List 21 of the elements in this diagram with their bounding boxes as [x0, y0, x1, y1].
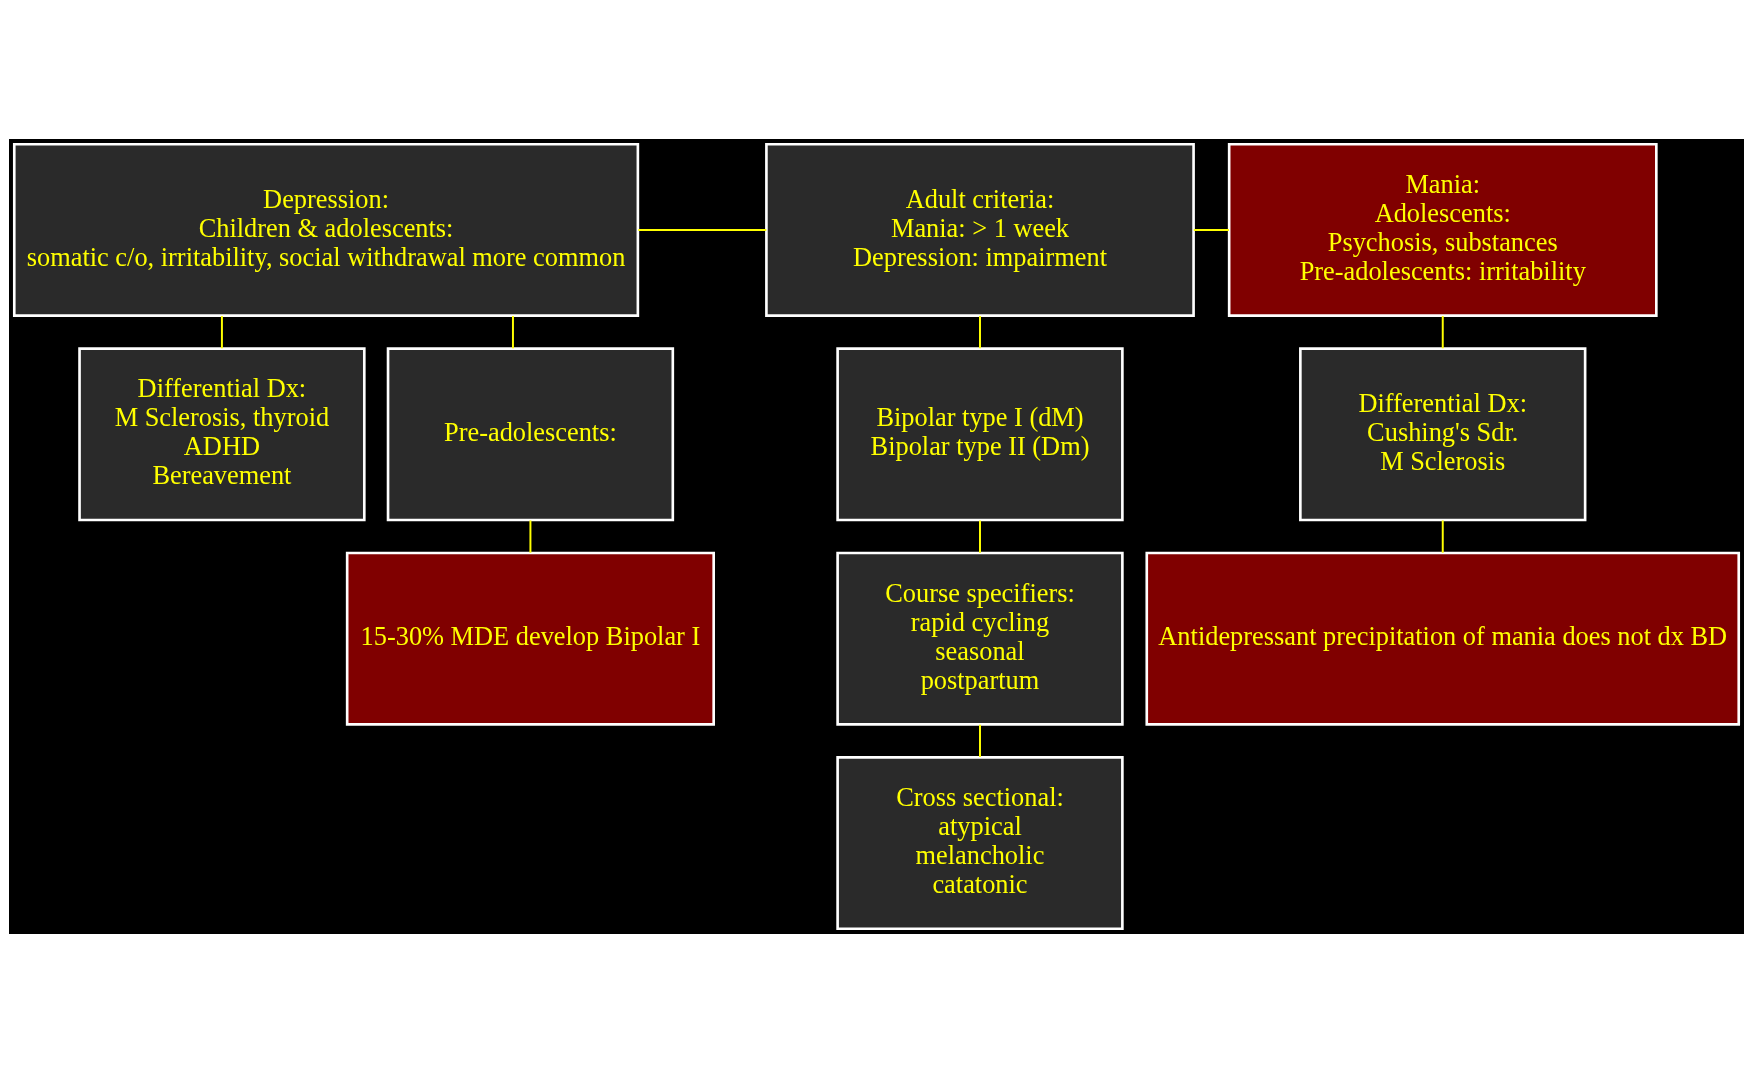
connector	[1192, 229, 1230, 231]
connector	[978, 723, 981, 759]
node-box: Bipolar type I (dM) Bipolar type II (Dm)	[835, 347, 1124, 522]
node-box: Cross sectional: atypical melancholic catatonic	[835, 756, 1124, 931]
node-box: Pre-adolescents:	[386, 347, 674, 522]
connector	[220, 315, 223, 350]
connector	[1441, 315, 1444, 350]
node-box: Depression: Children & adolescents: somatic c/o, irritability, social withdrawal more common	[12, 142, 639, 317]
connector	[1441, 519, 1444, 554]
node-box: Antidepressant precipitation of mania does not dx BD	[1144, 551, 1740, 726]
node-box: Course specifiers: rapid cycling seasonal postpartum	[835, 551, 1124, 726]
connector	[528, 519, 531, 554]
node-box: 15-30% MDE develop Bipolar I	[345, 551, 715, 726]
node-box: Mania: Adolescents: Psychosis, substances Pre-adolescents: irritability	[1227, 142, 1658, 317]
connector	[636, 229, 767, 231]
node-box: Differential Dx: M Sclerosis, thyroid ADHD Bereavement	[77, 347, 366, 522]
connector	[511, 315, 514, 350]
connector	[978, 315, 981, 350]
node-box: Adult criteria: Mania: > 1 week Depression: impairment	[764, 142, 1195, 317]
node-box: Differential Dx: Cushing's Sdr. M Sclerosis	[1298, 347, 1586, 522]
connector	[978, 519, 981, 554]
